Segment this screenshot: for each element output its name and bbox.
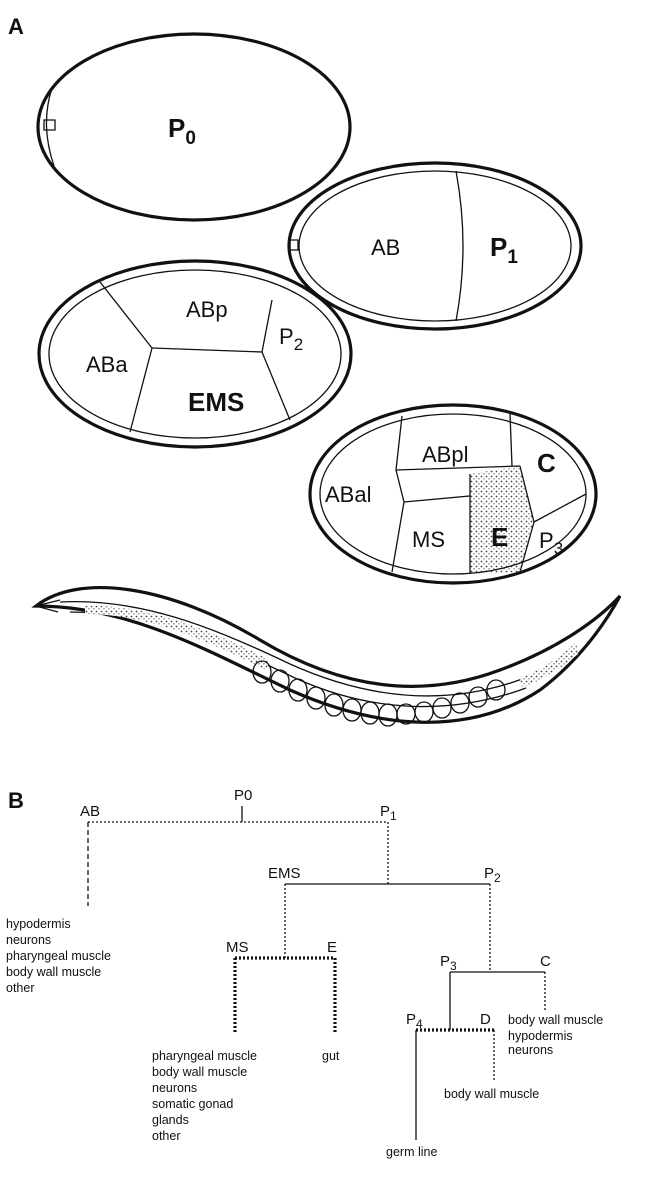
cell-ab: AB <box>371 235 400 260</box>
cell-ems: EMS <box>188 387 244 417</box>
node-d: D <box>480 1011 491 1028</box>
fates-ab: hypodermis neurons pharyngeal muscle bod… <box>6 917 111 995</box>
fate-item: neurons <box>152 1081 197 1095</box>
fate-item: pharyngeal muscle <box>152 1049 257 1063</box>
fates-c: body wall muscle hypodermis neurons <box>508 1013 603 1057</box>
fate-item: germ line <box>386 1145 437 1159</box>
cell-c: C <box>537 448 556 478</box>
cell-e: E <box>491 522 508 552</box>
fate-item: gut <box>322 1049 340 1063</box>
adult-worm-drawing <box>36 588 620 726</box>
two-cell-embryo: AB P1 <box>289 163 581 329</box>
fate-item: body wall muscle <box>152 1065 247 1079</box>
fate-item: pharyngeal muscle <box>6 949 111 963</box>
fate-item: glands <box>152 1113 189 1127</box>
fate-item: somatic gonad <box>152 1097 233 1111</box>
fates-ms: pharyngeal muscle body wall muscle neuro… <box>152 1049 257 1143</box>
fate-item: neurons <box>6 933 51 947</box>
node-p3: P3 <box>440 953 457 973</box>
fate-item: hypodermis <box>6 917 71 931</box>
fate-item: body wall muscle <box>444 1087 539 1101</box>
fate-item: body wall muscle <box>508 1013 603 1027</box>
cell-abp: ABp <box>186 297 228 322</box>
fate-item: other <box>152 1129 181 1143</box>
cell-ms: MS <box>412 527 445 552</box>
cell-p2: P2 <box>279 324 303 354</box>
fates-e: gut <box>322 1049 340 1063</box>
node-ms: MS <box>226 939 249 956</box>
node-e: E <box>327 939 337 956</box>
four-cell-embryo: ABa ABp P2 EMS <box>39 261 351 447</box>
node-p0: P0 <box>234 787 252 804</box>
node-ems: EMS <box>268 865 301 882</box>
cell-p1: P1 <box>490 232 518 268</box>
fates-p4: germ line <box>386 1145 437 1159</box>
fates-d: body wall muscle <box>444 1087 539 1101</box>
panel-b-label: B <box>8 788 24 813</box>
node-p1: P1 <box>380 803 397 823</box>
node-c: C <box>540 953 551 970</box>
cell-aba: ABa <box>86 352 128 377</box>
node-p2: P2 <box>484 865 501 885</box>
worm-gut-stipple <box>85 606 578 688</box>
panel-a-label: A <box>8 14 24 39</box>
fate-item: neurons <box>508 1043 553 1057</box>
fate-item: other <box>6 981 35 995</box>
node-ab: AB <box>80 803 100 820</box>
one-cell-embryo: P0 <box>38 34 350 220</box>
eight-cell-embryo: ABal ABpl C MS E P3 <box>310 405 596 583</box>
node-p4: P4 <box>406 1011 423 1031</box>
lineage-node-labels: P0 AB P1 EMS P2 MS E P3 C P4 D <box>80 787 551 1031</box>
cell-abal: ABal <box>325 482 371 507</box>
cell-abpl: ABpl <box>422 442 468 467</box>
fate-item: hypodermis <box>508 1029 573 1043</box>
cell-p0: P0 <box>168 113 196 149</box>
fate-item: body wall muscle <box>6 965 101 979</box>
